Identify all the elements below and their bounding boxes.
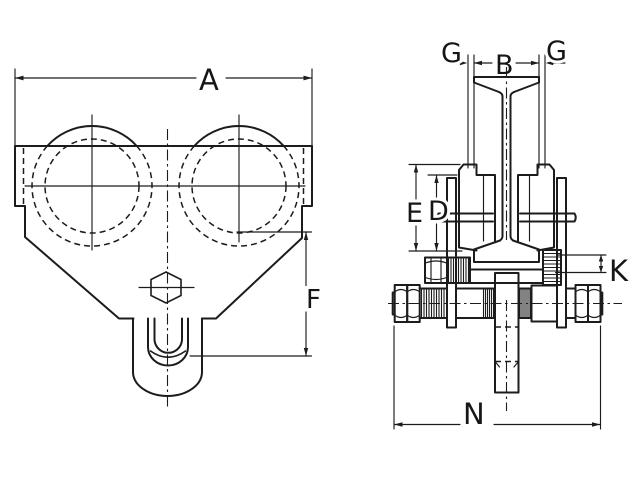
dim-g-right-arrow xyxy=(545,60,554,66)
shackle-eye-outer xyxy=(148,319,188,366)
dim-k-arrow-top xyxy=(598,255,604,262)
dimension-a: A xyxy=(15,60,312,147)
shackle-eye-lip-arc xyxy=(151,351,186,357)
hanger-block-chamfers xyxy=(495,362,519,368)
crossbar-nut-right-chamfers xyxy=(576,290,600,318)
dim-gb-extension-lines xyxy=(468,55,545,168)
dim-f-arrow-top xyxy=(303,232,309,240)
wheel-right-flange-hidden-arc xyxy=(179,146,299,246)
dimension-f: F xyxy=(190,232,324,356)
clamp-left-thread-hatch xyxy=(449,258,469,284)
dimension-g-b: G B G xyxy=(438,33,570,168)
wheel-side-left-outline xyxy=(459,165,495,251)
crossbar-thread-mid-left-edges xyxy=(482,289,495,319)
beam-bottom-fillets xyxy=(500,236,513,241)
beam-bottom-flange xyxy=(474,241,539,263)
shackle-housing xyxy=(133,319,202,397)
dimension-n: N xyxy=(394,326,601,434)
side-view: G B G xyxy=(388,33,632,434)
crossbar-nut-left-2 xyxy=(407,285,420,322)
dim-d-arrow-top xyxy=(434,175,439,183)
wheel-side-right xyxy=(518,165,554,251)
body-left-outline xyxy=(15,146,134,319)
wheel-side-left xyxy=(459,165,495,251)
crossbar-thread-mid-right-edges xyxy=(519,289,532,319)
crossbar-rod-right xyxy=(566,289,576,319)
crossbar-end-right xyxy=(601,293,603,315)
dim-e-arrow-bottom xyxy=(413,243,419,251)
hanger-block xyxy=(495,273,519,393)
dim-a-arrow-left xyxy=(15,75,24,81)
dim-b-arrow-left xyxy=(474,60,482,66)
dim-d-arrow-bottom xyxy=(434,243,439,251)
clamp-left-nut-chamfers xyxy=(426,261,447,280)
shackle-eye-slot xyxy=(155,319,183,353)
spacer-stack-hatch xyxy=(543,254,561,282)
front-view: A xyxy=(15,60,324,407)
spacer-stack-right xyxy=(543,250,561,285)
trolley-body xyxy=(15,146,312,319)
hanger-block-outline xyxy=(495,273,519,393)
dim-n-extension-lines xyxy=(394,326,601,429)
wheel-side-right-outline xyxy=(518,165,554,251)
axle-right xyxy=(520,214,576,222)
dim-label-a: A xyxy=(199,63,219,97)
dim-g-left-arrow xyxy=(459,60,468,66)
dim-k-arrow-bottom xyxy=(598,266,604,273)
crossbar-nut-right-2 xyxy=(588,285,601,322)
crossbar-nut-left-chamfers xyxy=(395,290,419,318)
dim-label-f: F xyxy=(306,285,321,315)
hex-nut xyxy=(139,272,194,303)
dim-f-reference-lines xyxy=(190,232,312,356)
crossbar-thread-left-hatch xyxy=(422,289,445,319)
dim-label-g-right: G xyxy=(546,36,567,67)
wheel-front-left xyxy=(32,115,152,250)
wheel-front-right xyxy=(179,115,299,246)
clamp-assembly xyxy=(425,250,561,285)
body-right-outline xyxy=(202,146,312,319)
axle-left-lines xyxy=(437,214,493,222)
dim-e-arrow-top xyxy=(413,164,419,173)
wheel-left-flange-hidden-arc xyxy=(32,146,152,246)
body-hidden-plate-edges xyxy=(24,148,304,205)
dim-k-reference-lines xyxy=(556,255,607,273)
dim-label-k: K xyxy=(609,254,629,288)
dim-label-d: D xyxy=(428,196,449,227)
beam-web xyxy=(503,97,511,237)
crossbar xyxy=(388,273,622,393)
dim-label-e: E xyxy=(406,198,423,229)
dim-label-g-left: G xyxy=(441,38,462,69)
dim-f-arrow-bottom xyxy=(303,348,309,356)
dimension-k: K xyxy=(556,251,632,291)
hex-nut-outline xyxy=(151,272,181,303)
hanger-block-hidden-lines xyxy=(495,327,519,362)
dimension-e: E xyxy=(403,164,462,252)
crossbar-thread-mid-left-hatch xyxy=(484,289,494,319)
dim-n-arrow-right xyxy=(592,422,601,427)
dim-n-arrow-left xyxy=(394,422,403,427)
clamp-bar xyxy=(470,270,543,284)
dim-b-arrow-right xyxy=(531,60,539,66)
axle-right-lines xyxy=(520,214,576,222)
dimension-d: D xyxy=(425,175,457,251)
dim-label-n: N xyxy=(463,397,485,431)
crossbar-rod-left xyxy=(456,289,482,319)
dim-a-extension-lines xyxy=(15,69,312,147)
axle-left xyxy=(437,214,493,222)
shackle xyxy=(133,319,202,397)
crossbar-sleeve-right xyxy=(532,286,558,322)
crossbar-thread-mid-right-hatch xyxy=(520,289,530,319)
dim-a-arrow-right xyxy=(303,75,312,81)
dim-e-reference-lines xyxy=(409,165,462,252)
